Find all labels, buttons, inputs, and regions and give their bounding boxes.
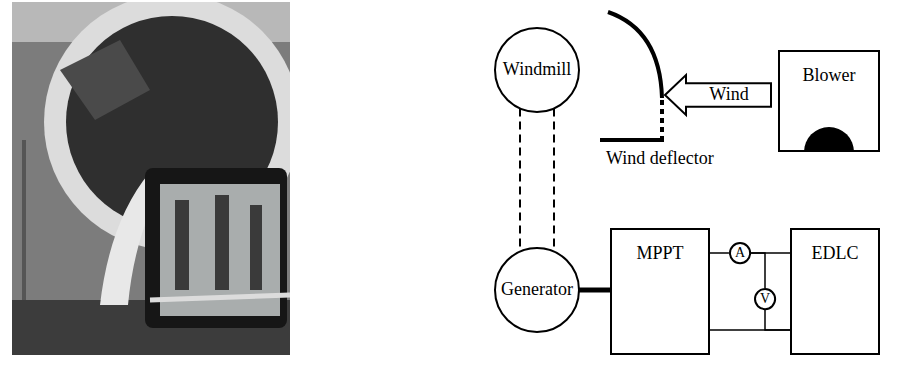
connector [751,253,765,288]
connector-line [710,329,790,331]
circle-border [495,28,579,112]
blower-box: Blower [778,50,880,152]
edlc-box: EDLC [790,228,880,355]
test-box [145,168,287,328]
windmill-circle: Windmill [494,27,580,113]
wind-deflector-symbol [600,12,664,140]
node-text: Wind [709,85,748,105]
node-text: MPPT [636,244,683,264]
rotor-blade [250,205,262,290]
ammeter-symbol: A [729,242,751,264]
deflector-curve [608,12,662,98]
connector-line [765,310,790,330]
connector [520,108,554,251]
node-text: EDLC [812,244,859,264]
rotor-blade [175,200,189,290]
node-text: A [735,245,745,260]
wind-tunnel-photo [12,2,290,355]
connector [765,310,790,330]
wind-arrow: Wind [664,74,772,116]
photo-background [12,2,290,355]
connector [710,330,790,331]
rotor-blade [215,195,229,290]
connector [710,253,729,254]
deflector-base [600,138,664,142]
deflector-dashed [660,100,664,138]
deflector-label: Wind deflector [606,148,714,169]
circle-border [495,248,579,332]
circle-border [755,289,775,309]
blower-fan-symbol [804,127,854,152]
generator-circle: Generator [494,247,580,333]
connector-line [751,253,765,288]
node-text: Generator [501,280,573,300]
node-text: V [760,291,770,306]
node-text: Windmill [503,60,571,80]
node-text: Blower [803,66,856,86]
connector-line [710,252,729,254]
voltmeter-symbol: V [754,288,776,310]
connector-line [579,288,610,293]
connector-line [519,108,521,251]
stand-post [22,140,26,300]
tunnel-interior [60,40,150,120]
support-bar [150,295,290,300]
connector [579,290,610,291]
block-arrow-border [665,75,771,115]
circle-border [730,243,750,263]
connector-line [553,108,555,251]
mppt-box: MPPT [610,228,710,355]
